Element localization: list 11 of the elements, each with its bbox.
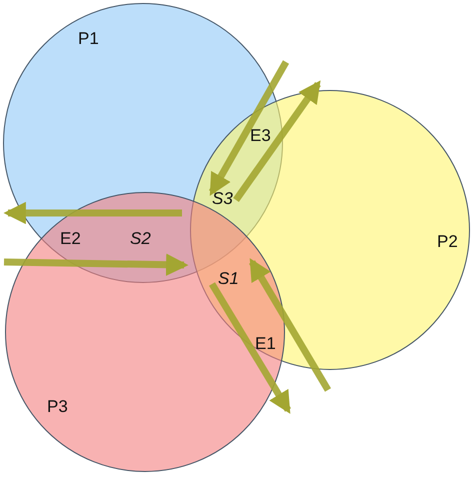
region-label: E2 (60, 230, 81, 247)
region-label: E1 (255, 335, 276, 352)
set-label: P2 (437, 233, 458, 250)
arrow (209, 282, 291, 414)
region-label: S3 (212, 190, 233, 207)
arrow (233, 80, 321, 202)
set-label: P3 (47, 398, 68, 415)
region-label: E3 (250, 127, 271, 144)
region-label: S2 (130, 230, 151, 247)
region-label: S1 (218, 270, 239, 287)
set-label: P1 (78, 30, 99, 47)
